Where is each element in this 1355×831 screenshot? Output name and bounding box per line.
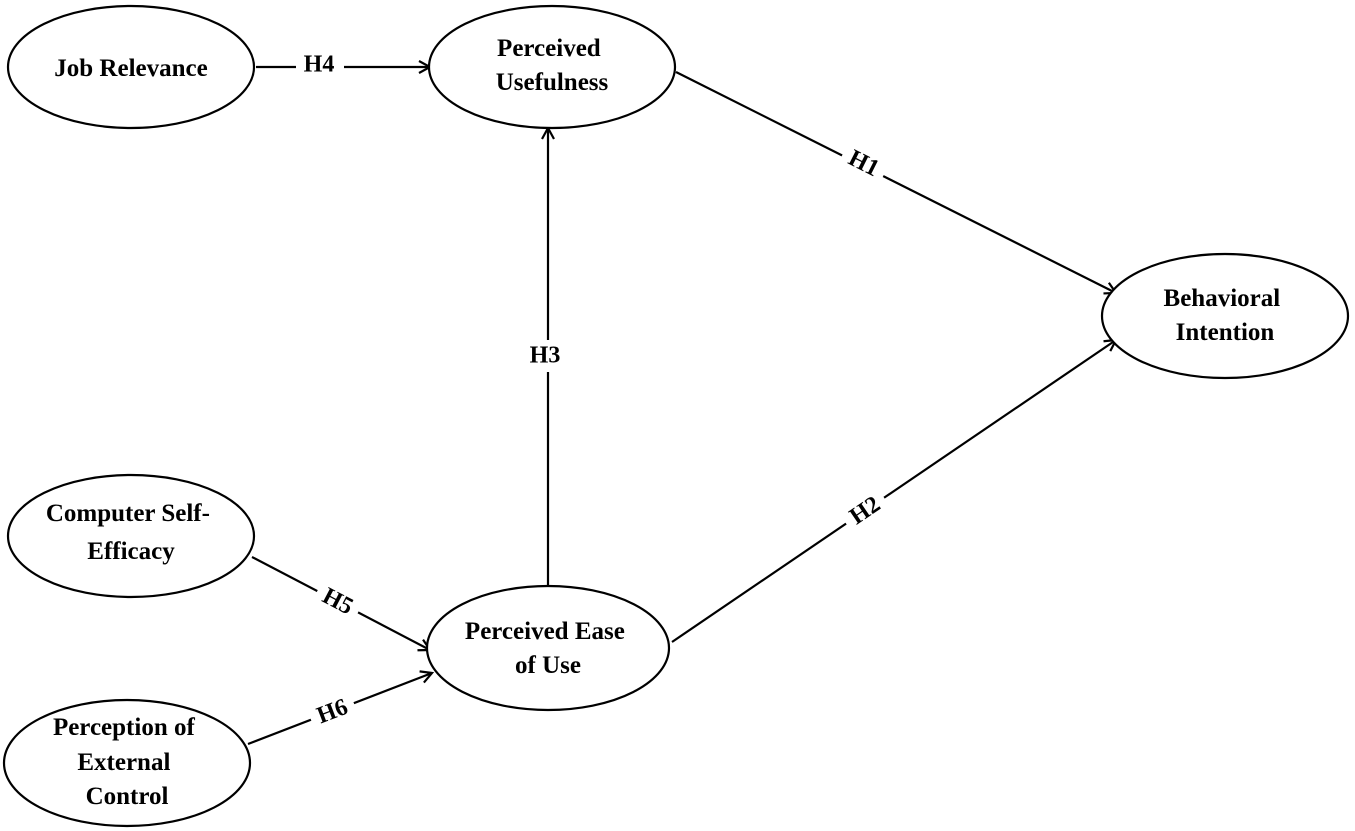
edge-h6: H6 [247,673,432,746]
svg-text:Computer Self- Efficacy: Computer Self- Efficacy [46,500,216,565]
edge-label-h4: H4 [304,52,335,78]
node-job-relevance: Job Relevance [6,4,256,130]
node-label-line: Computer Self- [46,500,210,527]
node-label-line: Perceived Ease [465,618,625,645]
node-label-line: Intention [1176,319,1275,346]
node-label-line: Perception of [53,714,196,741]
node-label-line: Usefulness [496,69,609,96]
node-perceived-ease-of-use: Perceived Ease of Use [425,584,671,712]
node-perception-of-external-control: Perception of External Control [2,698,252,828]
node-label-line: Efficacy [87,538,175,565]
node-label-line: Control [86,783,169,810]
svg-text:Perceived Usefulness: Perceived Usefulness [496,35,609,96]
svg-text:Perceived Ease of Use: Perceived Ease of Use [465,618,631,679]
node-perceived-usefulness: Perceived Usefulness [427,4,677,130]
edge-h5: H5 [251,556,430,650]
node-behavioral-intention: Behavioral Intention [1100,252,1350,380]
node-computer-self-efficacy: Computer Self- Efficacy [6,473,256,599]
node-label-line: Job Relevance [54,55,207,82]
edge-h2: H2 [671,340,1116,643]
svg-text:Job Relevance: Job Relevance [54,55,207,82]
svg-text:Perception of External: Perception of External Control [53,714,201,810]
edge-label-h3: H3 [530,343,561,369]
svg-text:Behavioral Intention: Behavioral Intention [1164,285,1287,346]
node-label-line: of Use [515,652,581,679]
edge-h4: H4 [256,50,430,80]
edge-h3: H3 [522,128,570,586]
node-label-line: Behavioral [1164,285,1281,312]
edge-h1: H1 [675,71,1116,293]
node-label-line: Perceived [497,35,601,62]
node-label-line: External [77,749,170,776]
